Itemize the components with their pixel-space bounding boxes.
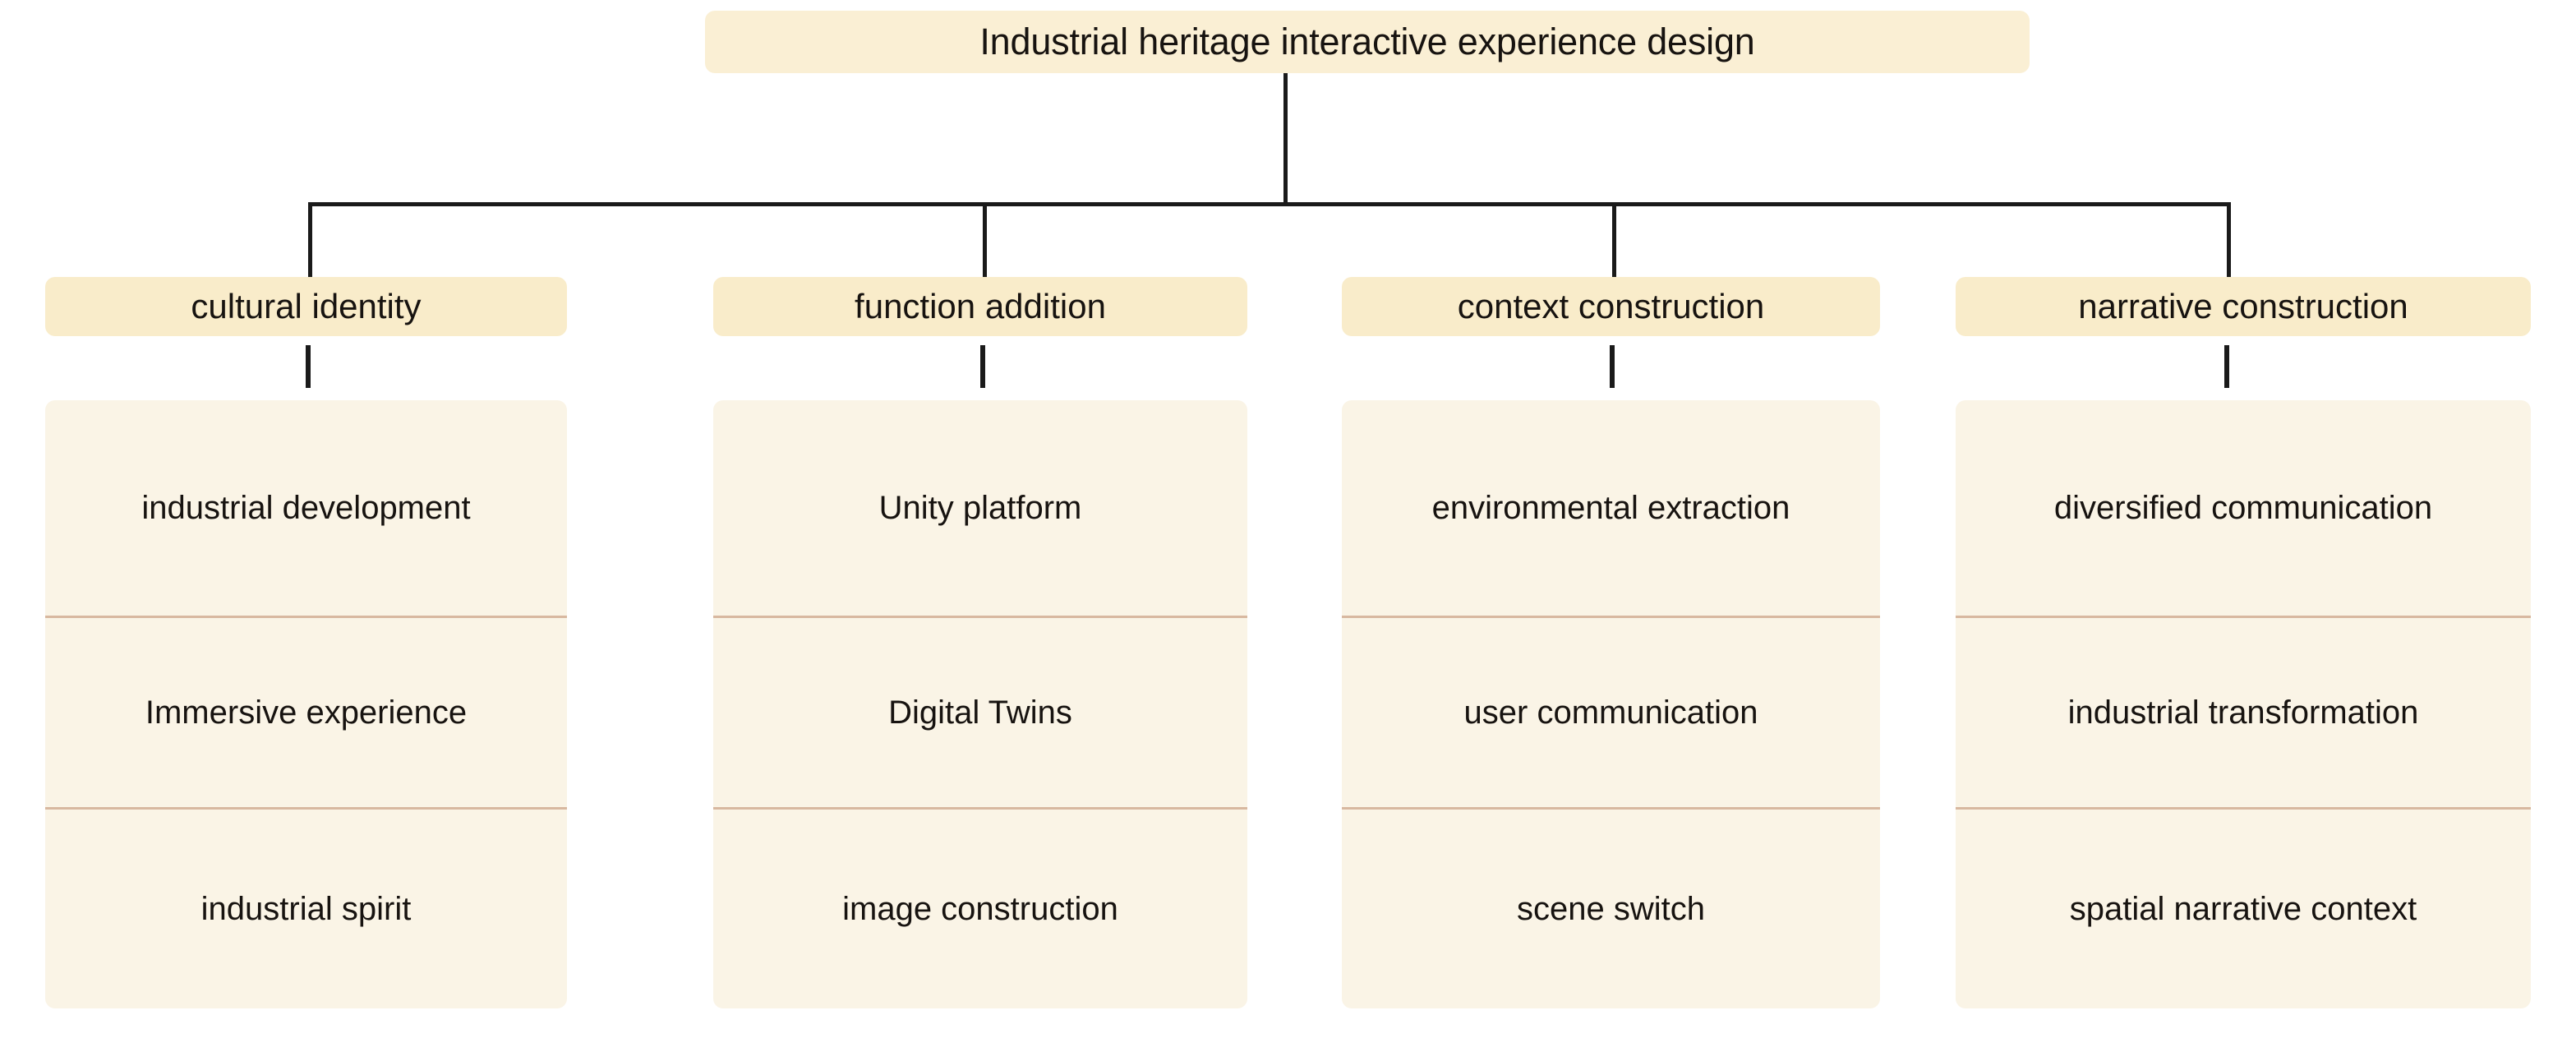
category-body-narrative-construction: diversified communication industrial tra… <box>1956 400 2531 1008</box>
category-header-label: function addition <box>855 287 1106 325</box>
leaf-node: Immersive experience <box>45 616 567 807</box>
leaf-node-label: industrial development <box>141 489 471 526</box>
leaf-node: industrial transformation <box>1956 616 2531 807</box>
leaf-node: industrial development <box>45 400 567 616</box>
category-header-narrative-construction: narrative construction <box>1956 277 2531 336</box>
leaf-node: image construction <box>713 807 1247 1008</box>
leaf-node-label: industrial transformation <box>2067 694 2419 731</box>
category-body-cultural-identity: industrial development Immersive experie… <box>45 400 567 1008</box>
connector-stub-narrative-construction <box>2224 345 2229 388</box>
leaf-node-label: Unity platform <box>878 489 1082 526</box>
leaf-node: diversified communication <box>1956 400 2531 616</box>
category-header-cultural-identity: cultural identity <box>45 277 567 336</box>
connector-stub-context-construction <box>1610 345 1615 388</box>
category-header-context-construction: context construction <box>1342 277 1880 336</box>
leaf-node-label: spatial narrative context <box>2069 890 2417 927</box>
leaf-node-label: scene switch <box>1517 890 1705 927</box>
connector-drop-function-addition <box>983 202 987 285</box>
leaf-node: industrial spirit <box>45 807 567 1008</box>
connector-drop-context-construction <box>1612 202 1616 285</box>
leaf-node: user communication <box>1342 616 1880 807</box>
connector-drop-cultural-identity <box>308 202 312 285</box>
leaf-node: Unity platform <box>713 400 1247 616</box>
connector-stub-cultural-identity <box>306 345 311 388</box>
category-header-label: narrative construction <box>2078 287 2408 325</box>
category-body-context-construction: environmental extraction user communicat… <box>1342 400 1880 1008</box>
leaf-node-label: environmental extraction <box>1431 489 1790 526</box>
leaf-node: scene switch <box>1342 807 1880 1008</box>
leaf-node: Digital Twins <box>713 616 1247 807</box>
category-header-label: context construction <box>1457 287 1765 325</box>
root-node: Industrial heritage interactive experien… <box>705 11 2030 73</box>
connector-stub-function-addition <box>980 345 985 388</box>
leaf-node: spatial narrative context <box>1956 807 2531 1008</box>
root-node-label: Industrial heritage interactive experien… <box>979 21 1755 62</box>
category-header-function-addition: function addition <box>713 277 1247 336</box>
category-header-label: cultural identity <box>191 287 422 325</box>
connector-horizontal-bus <box>308 202 2231 206</box>
category-body-function-addition: Unity platform Digital Twins image const… <box>713 400 1247 1008</box>
connector-drop-narrative-construction <box>2227 202 2231 285</box>
leaf-node-label: diversified communication <box>2053 489 2433 526</box>
leaf-node: environmental extraction <box>1342 400 1880 616</box>
leaf-node-label: image construction <box>842 890 1118 927</box>
connector-root-stem <box>1283 73 1288 204</box>
leaf-node-label: industrial spirit <box>200 890 412 927</box>
leaf-node-label: Immersive experience <box>145 694 468 731</box>
leaf-node-label: user communication <box>1463 694 1758 731</box>
leaf-node-label: Digital Twins <box>888 694 1072 731</box>
